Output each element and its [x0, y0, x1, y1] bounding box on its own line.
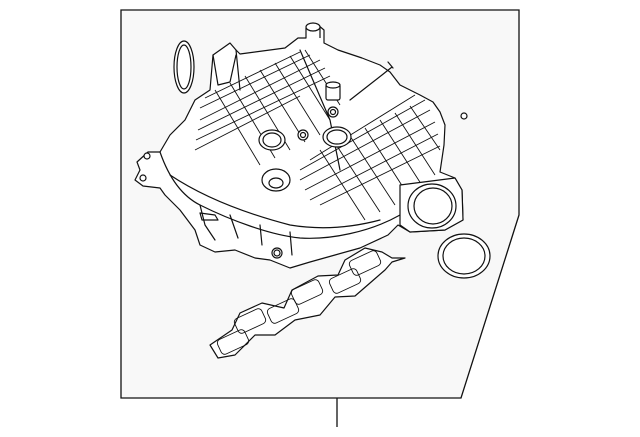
throttle-flange: [399, 177, 464, 233]
intake-manifold-gasket[interactable]: [209, 247, 406, 359]
grid-ribs-left: [194, 49, 341, 166]
throttle-body-gasket[interactable]: [437, 233, 491, 279]
grid-ribs-right: [299, 94, 441, 221]
intake-manifold[interactable]: [134, 22, 468, 269]
vacuum-port: [325, 81, 341, 89]
port-gasket[interactable]: [173, 40, 195, 94]
